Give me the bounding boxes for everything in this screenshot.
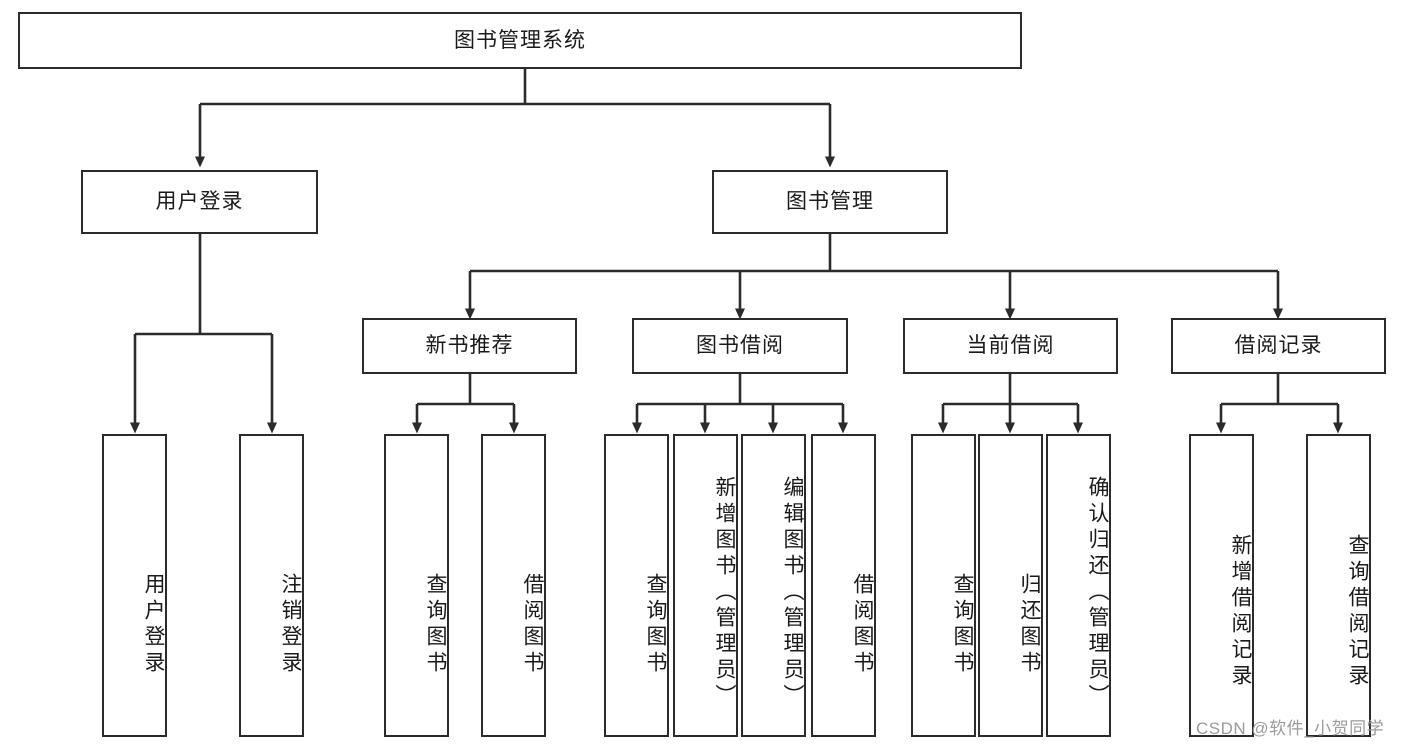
node-leaf-return-book[interactable]: 归还图书 <box>978 434 1043 737</box>
node-leaf-confirm-return-admin-label: 确认归还（管理员） <box>1086 475 1109 710</box>
node-leaf-query-book-3-label: 查询图书 <box>951 572 974 677</box>
node-borrow-record[interactable]: 借阅记录 <box>1171 318 1386 374</box>
node-leaf-query-borrow-record[interactable]: 查询借阅记录 <box>1306 434 1371 737</box>
node-leaf-borrow-book-2[interactable]: 借阅图书 <box>811 434 876 737</box>
node-book-manage-label: 图书管理 <box>786 190 874 214</box>
node-leaf-add-borrow-record[interactable]: 新增借阅记录 <box>1189 434 1254 737</box>
node-user-login-label: 用户登录 <box>155 190 244 214</box>
node-leaf-query-book-1[interactable]: 查询图书 <box>384 434 449 737</box>
node-leaf-add-book-admin-label: 新增图书（管理员） <box>713 475 736 710</box>
node-root-label: 图书管理系统 <box>454 28 586 52</box>
node-root[interactable]: 图书管理系统 <box>18 12 1022 69</box>
node-leaf-return-book-label: 归还图书 <box>1018 572 1041 677</box>
node-user-login[interactable]: 用户登录 <box>81 170 318 234</box>
node-leaf-borrow-book-1-label: 借阅图书 <box>521 572 544 677</box>
watermark-text: CSDN @软件_小贺同学 <box>1196 719 1385 738</box>
node-leaf-add-book-admin[interactable]: 新增图书（管理员） <box>673 434 738 737</box>
node-book-borrow[interactable]: 图书借阅 <box>632 318 848 374</box>
node-new-book-recommend[interactable]: 新书推荐 <box>362 318 577 374</box>
node-borrow-record-label: 借阅记录 <box>1234 334 1323 358</box>
node-leaf-query-book-3[interactable]: 查询图书 <box>911 434 976 737</box>
node-leaf-add-borrow-record-label: 新增借阅记录 <box>1229 533 1252 690</box>
node-book-borrow-label: 图书借阅 <box>696 334 784 358</box>
node-current-borrow-label: 当前借阅 <box>966 334 1055 358</box>
node-leaf-user-login-label: 用户登录 <box>142 572 165 677</box>
node-leaf-query-borrow-record-label: 查询借阅记录 <box>1346 533 1369 690</box>
node-leaf-logout-login-label: 注销登录 <box>279 572 302 677</box>
node-leaf-logout-login[interactable]: 注销登录 <box>239 434 304 737</box>
node-leaf-query-book-2[interactable]: 查询图书 <box>604 434 669 737</box>
node-current-borrow[interactable]: 当前借阅 <box>903 318 1118 374</box>
node-leaf-borrow-book-2-label: 借阅图书 <box>851 572 874 677</box>
node-new-book-recommend-label: 新书推荐 <box>425 334 514 358</box>
node-leaf-confirm-return-admin[interactable]: 确认归还（管理员） <box>1046 434 1111 737</box>
node-leaf-borrow-book-1[interactable]: 借阅图书 <box>481 434 546 737</box>
node-leaf-query-book-2-label: 查询图书 <box>644 572 667 677</box>
node-book-manage[interactable]: 图书管理 <box>712 170 948 234</box>
node-leaf-user-login[interactable]: 用户登录 <box>102 434 167 737</box>
node-leaf-edit-book-admin[interactable]: 编辑图书（管理员） <box>741 434 806 737</box>
node-leaf-query-book-1-label: 查询图书 <box>424 572 447 677</box>
node-leaf-edit-book-admin-label: 编辑图书（管理员） <box>781 475 804 710</box>
